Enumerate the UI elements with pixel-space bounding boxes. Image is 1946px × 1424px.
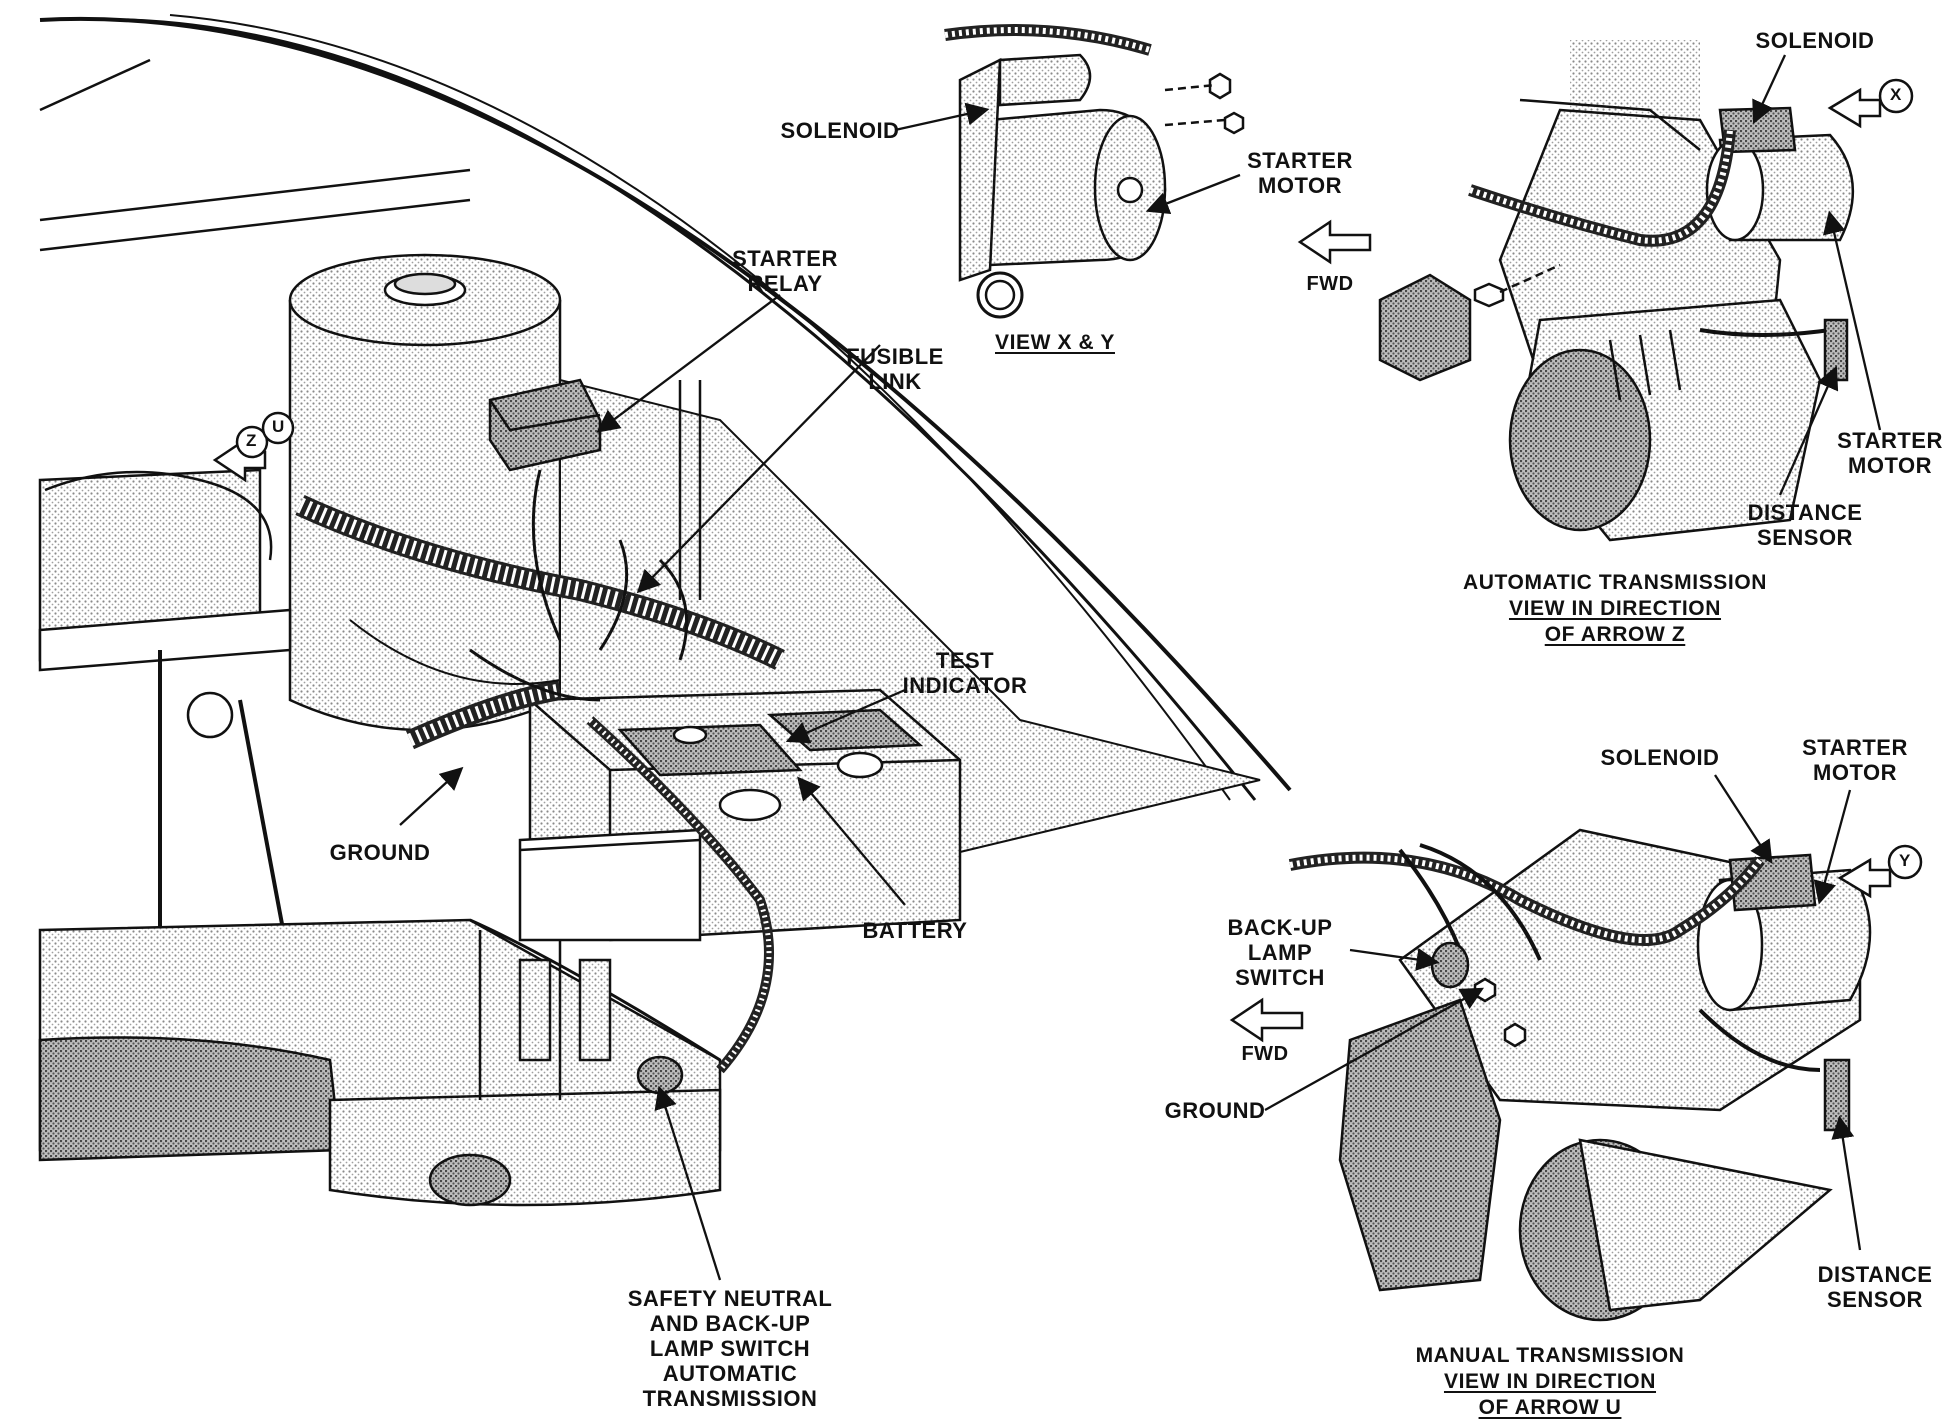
label-ground-manual: GROUND xyxy=(1164,1098,1266,1123)
manual-transmission-view xyxy=(1288,828,1872,1322)
arrow-tag-z: Z xyxy=(246,431,257,450)
caption-manual-line1: MANUAL TRANSMISSION xyxy=(1415,1344,1685,1367)
label-solenoid-top: SOLENOID xyxy=(780,118,900,143)
fwd-arrow-manual xyxy=(1229,997,1304,1043)
caption-auto-line1: AUTOMATIC TRANSMISSION xyxy=(1462,571,1768,594)
view-arrow-zu xyxy=(212,411,295,483)
label-fwd-top: FWD xyxy=(1306,273,1354,295)
label-fwd-manual: FWD xyxy=(1241,1043,1289,1065)
label-battery: BATTERY xyxy=(862,918,968,943)
label-backup-lamp-switch: BACK-UP LAMP SWITCH xyxy=(1227,915,1333,990)
arrow-tag-u: U xyxy=(272,417,285,436)
caption-auto-line3: OF ARROW Z xyxy=(1544,623,1686,646)
starter-detail-view-xy xyxy=(944,24,1245,319)
label-fusible-link: FUSIBLE LINK xyxy=(846,344,944,394)
caption-manual-line3: OF ARROW U xyxy=(1478,1396,1622,1419)
label-safety-switch: SAFETY NEUTRAL AND BACK-UP LAMP SWITCH A… xyxy=(627,1286,833,1411)
label-starter-motor-manual: STARTER MOTOR xyxy=(1802,735,1908,785)
arrow-tag-x: X xyxy=(1890,85,1902,104)
label-solenoid-auto: SOLENOID xyxy=(1755,28,1875,53)
label-solenoid-manual: SOLENOID xyxy=(1600,745,1720,770)
caption-manual-line2: VIEW IN DIRECTION xyxy=(1443,1370,1657,1393)
label-starter-motor-auto: STARTER MOTOR xyxy=(1837,428,1943,478)
view-arrow-y xyxy=(1837,844,1923,899)
main-engine-bay-view xyxy=(38,14,1292,1207)
label-starter-relay: STARTER RELAY xyxy=(732,246,838,296)
arrow-tag-y: Y xyxy=(1899,851,1911,870)
fwd-arrow-top xyxy=(1297,219,1372,265)
label-test-indicator: TEST INDICATOR xyxy=(902,648,1028,698)
caption-automatic-transmission: AUTOMATIC TRANSMISSION VIEW IN DIRECTION… xyxy=(1420,570,1810,648)
caption-auto-line2: VIEW IN DIRECTION xyxy=(1508,597,1722,620)
label-view-xy: VIEW X & Y xyxy=(995,331,1115,354)
label-starter-motor-top: STARTER MOTOR xyxy=(1247,148,1353,198)
caption-manual-transmission: MANUAL TRANSMISSION VIEW IN DIRECTION OF… xyxy=(1380,1343,1720,1421)
label-distance-sensor-auto: DISTANCE SENSOR xyxy=(1747,500,1863,550)
view-arrow-x xyxy=(1827,78,1914,129)
leader-lines xyxy=(399,54,1882,1281)
label-distance-sensor-manual: DISTANCE SENSOR xyxy=(1817,1262,1933,1312)
automatic-transmission-view xyxy=(1378,40,1855,542)
label-ground-main: GROUND xyxy=(329,840,431,865)
